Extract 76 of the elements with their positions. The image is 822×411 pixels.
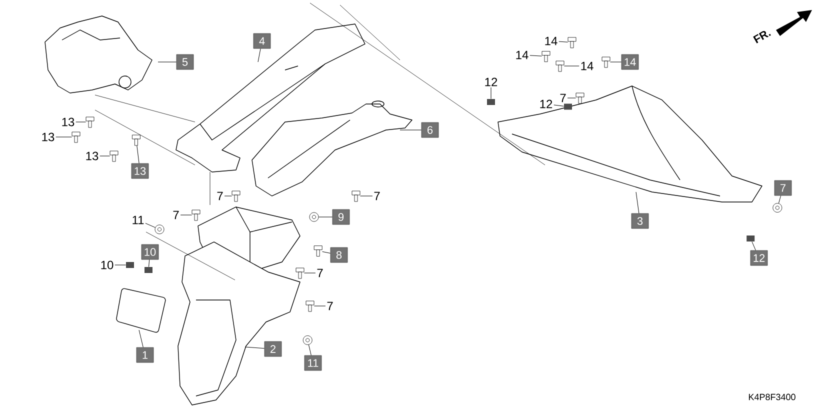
callout-box: 12	[750, 250, 768, 266]
leader-line	[258, 48, 261, 62]
callout-number: 14	[516, 50, 528, 60]
callout-number: 7	[374, 192, 380, 200]
callout-number: 7	[327, 302, 333, 310]
bolt-drawing	[72, 132, 80, 143]
leader-line	[636, 192, 640, 214]
callout-number: 14	[581, 62, 594, 70]
leader-line	[490, 87, 492, 100]
callout-number: 7	[173, 210, 179, 220]
bolt-drawing	[306, 300, 314, 312]
clip-drawing	[126, 262, 134, 268]
callout-box: 13	[131, 163, 149, 179]
callout-box: 10	[141, 244, 159, 260]
clip-drawing	[564, 104, 572, 110]
callout-box: 1	[136, 347, 154, 363]
direction-label: FR.	[753, 30, 771, 44]
nut-drawing	[154, 224, 164, 234]
clip-drawing	[746, 236, 755, 242]
callout-number: 12	[540, 100, 552, 108]
leader-line	[180, 214, 192, 216]
leader-line	[138, 330, 144, 348]
bolt-drawing	[314, 246, 322, 256]
leader-line	[145, 223, 156, 228]
callout-number: 13	[86, 152, 98, 160]
bolt-drawing	[132, 134, 140, 146]
callout-box: 2	[264, 341, 282, 357]
callout-number: 7	[560, 94, 566, 102]
leader-line	[322, 251, 331, 254]
callout-box: 5	[176, 54, 194, 70]
callout-number: 13	[42, 132, 54, 142]
callout-number: 11	[132, 216, 144, 224]
leader-line	[318, 216, 333, 218]
nut-drawing	[772, 203, 782, 212]
leader-line	[308, 344, 312, 356]
leader-line	[114, 264, 126, 266]
leader-line	[554, 104, 564, 106]
diagram-code: K4P8F3400	[748, 394, 796, 400]
bolt-drawing	[352, 190, 360, 202]
leader-line	[778, 195, 782, 204]
bolt-drawing	[232, 190, 240, 202]
bolt-drawing	[296, 268, 304, 279]
callout-box: 14	[621, 54, 639, 70]
clip-drawing	[487, 99, 495, 105]
bolt-drawing	[556, 60, 564, 72]
callout-box: 8	[330, 247, 348, 263]
leader-line	[304, 272, 316, 274]
clip-drawing	[144, 267, 152, 273]
leader-line	[148, 259, 150, 268]
bolt-drawing	[86, 116, 94, 128]
callout-box: 6	[421, 122, 439, 138]
callout-number: 12	[485, 78, 498, 86]
callout-number: 7	[217, 192, 223, 200]
leader-line	[244, 346, 265, 349]
callout-box: 4	[253, 33, 271, 49]
callout-box: 11	[304, 355, 322, 371]
bolt-drawing	[568, 37, 576, 48]
callout-number: 10	[101, 260, 114, 270]
callout-box: 3	[631, 213, 649, 229]
leader-line	[136, 145, 140, 164]
callout-number: 13	[62, 118, 74, 126]
nut-drawing	[309, 212, 319, 222]
callout-number: 7	[317, 268, 323, 278]
leader-line	[530, 55, 542, 56]
bolt-drawing	[576, 92, 584, 104]
leader-line	[56, 136, 72, 138]
bolt-drawing	[602, 56, 610, 68]
nut-drawing	[302, 336, 312, 345]
leader-line	[752, 241, 756, 251]
bolt-drawing	[542, 51, 550, 62]
bolt-drawing	[192, 210, 200, 221]
callout-box: 9	[332, 209, 350, 225]
leader-line	[558, 41, 568, 42]
bolt-drawing	[110, 150, 118, 162]
callout-number: 14	[545, 36, 558, 46]
callout-box: 7	[774, 180, 792, 196]
